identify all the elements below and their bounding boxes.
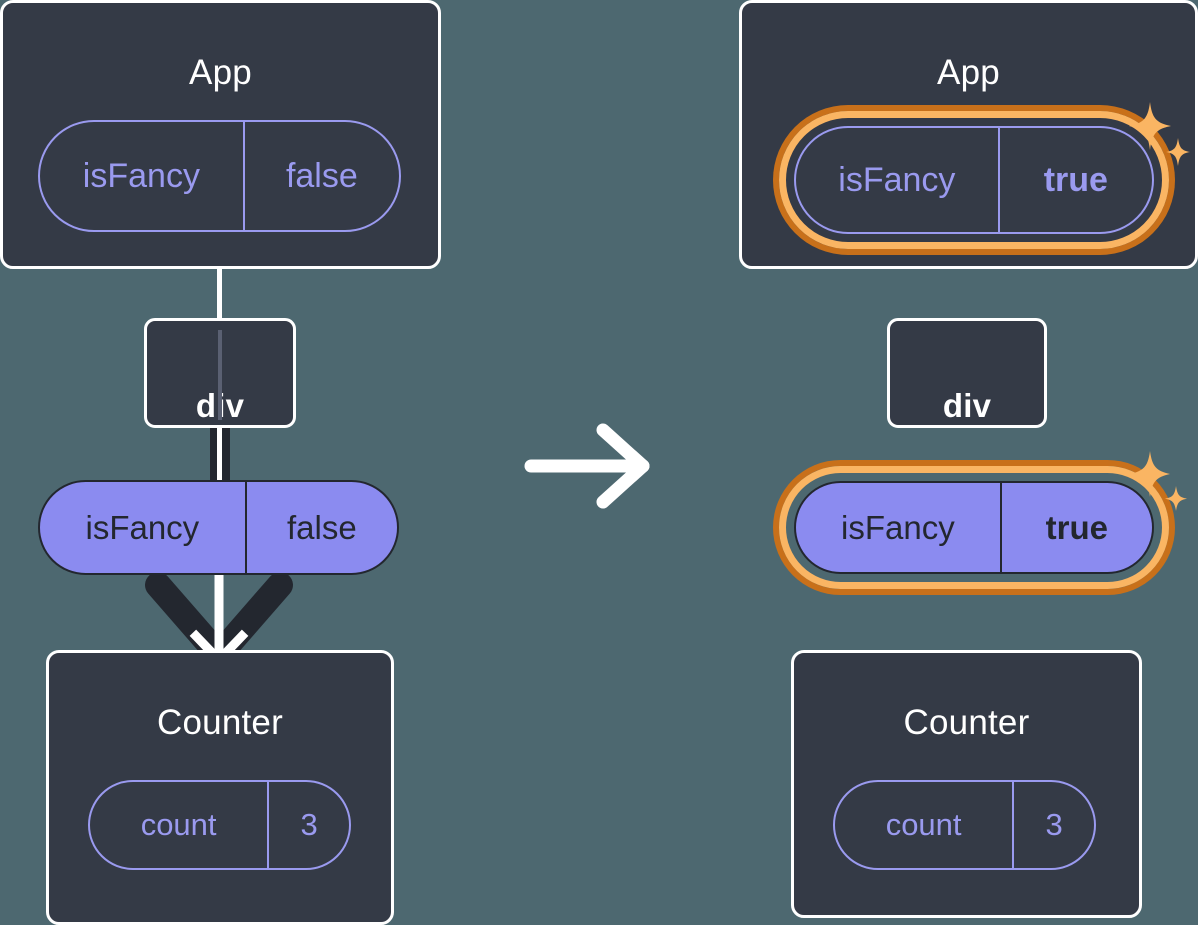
before-state-panel: App isFancy false div isFancy false Coun… xyxy=(0,0,450,925)
prop-drill-arrow xyxy=(145,560,293,668)
state-pill-name: count xyxy=(885,807,962,842)
state-pill-counter-count[interactable]: count 3 xyxy=(88,780,351,870)
prop-pill-isfancy[interactable]: isFancy true xyxy=(794,481,1154,574)
component-title-app: App xyxy=(937,53,1000,92)
edge-app-to-div xyxy=(217,266,222,322)
state-pill-name: isFancy xyxy=(82,156,200,195)
edge-div-to-prop xyxy=(210,425,230,487)
state-pill-name: count xyxy=(140,807,217,842)
sparkles-icon xyxy=(1129,102,1190,166)
state-pill-counter-count[interactable]: count 3 xyxy=(833,780,1096,870)
state-pill-name: isFancy xyxy=(838,160,956,199)
state-pill-value: false xyxy=(242,122,399,230)
component-title-app: App xyxy=(189,53,252,92)
prop-pill-value: true xyxy=(999,483,1152,572)
state-pill-value: true xyxy=(997,128,1152,232)
component-title-counter: Counter xyxy=(157,703,283,742)
prop-pill-value: false xyxy=(244,482,397,573)
element-title-div: div xyxy=(942,387,992,424)
element-box-div: div xyxy=(887,318,1047,428)
state-pill-app-isfancy[interactable]: isFancy false xyxy=(38,120,401,232)
sparkles-icon xyxy=(1130,451,1187,511)
prop-pill-name: isFancy xyxy=(85,508,200,546)
state-pill-value: 3 xyxy=(267,782,349,868)
arrow-right-icon xyxy=(524,423,650,509)
component-title-counter: Counter xyxy=(903,703,1030,742)
state-pill-value: 3 xyxy=(1012,782,1094,868)
edge-through-div xyxy=(218,330,222,420)
prop-pill-name: isFancy xyxy=(841,508,955,546)
prop-pill-isfancy[interactable]: isFancy false xyxy=(38,480,399,575)
state-pill-app-isfancy[interactable]: isFancy true xyxy=(794,126,1154,234)
